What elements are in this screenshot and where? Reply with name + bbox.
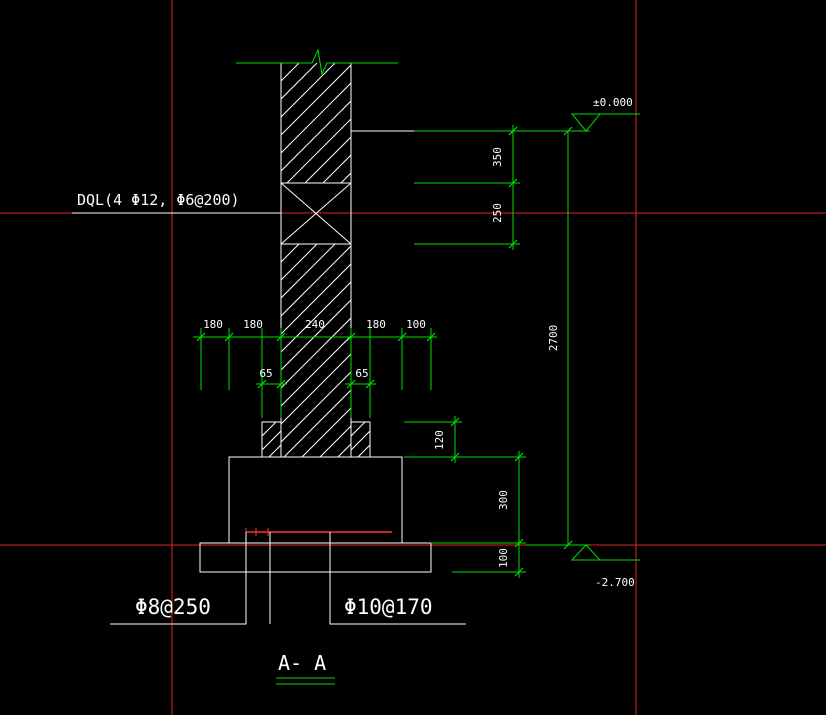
wall-hatch-upper [281, 63, 587, 183]
hatch-line [301, 407, 351, 457]
hatch-line [281, 263, 351, 335]
hatch-line [297, 422, 332, 457]
hatch-line [281, 244, 318, 281]
hatch-line [281, 63, 336, 118]
hatch-line [281, 353, 351, 425]
rebar-label-left: Φ8@250 [135, 595, 211, 619]
footing-block [228, 456, 403, 544]
hdim-label-1: 180 [203, 318, 223, 331]
hatch-line [372, 422, 407, 457]
hatch-line [351, 422, 366, 437]
hatch-line [482, 244, 695, 457]
horizontal-dimension-labels: 180 180 240 180 100 65 65 [203, 318, 426, 380]
hatch-line [351, 430, 370, 451]
elevation-triangle-bottom [570, 544, 602, 561]
hdim-label-3: 240 [305, 318, 325, 331]
hdim-label-4: 180 [366, 318, 386, 331]
hatch-line [281, 371, 351, 443]
hatch-line [356, 244, 569, 457]
vertical-dimensions [404, 125, 590, 578]
vdim-ticks [450, 126, 573, 577]
hatch-line [286, 118, 351, 183]
hatch-line [351, 422, 352, 423]
hatch-line [281, 82, 351, 154]
break-line [236, 48, 398, 76]
vdim-label-120: 120 [433, 430, 446, 450]
step-right [351, 421, 371, 457]
hatch-line [281, 63, 282, 64]
offset-label-right: 65 [355, 367, 368, 380]
hatch-line [467, 63, 587, 183]
footing-rebar [110, 528, 466, 625]
vertical-dimension-labels: 350 250 120 300 100 2700 [433, 147, 560, 568]
offset-label-left: 65 [259, 367, 272, 380]
hatch-line [283, 422, 318, 457]
hatch-line [262, 430, 281, 451]
wall-hatch-lower [281, 244, 767, 457]
hatch-line [386, 422, 421, 457]
hatch-line [281, 245, 351, 317]
hatch-line [311, 422, 346, 457]
hatch-line [500, 244, 713, 457]
step-hatch-right [351, 422, 435, 457]
step-left [261, 421, 281, 457]
hatch-line [377, 63, 497, 183]
hatch-line [281, 335, 351, 407]
hatch-line [359, 63, 479, 183]
hatch-line [322, 154, 351, 183]
elevation-triangle-top [570, 113, 602, 132]
beam-note: DQL(4 Φ12, Φ6@200) [72, 191, 281, 214]
hdim-label-5: 100 [406, 318, 426, 331]
hatch-line [281, 299, 351, 371]
vdim-label-300: 300 [497, 490, 510, 510]
hatch-line [262, 422, 263, 423]
hatch-line [281, 317, 351, 389]
hatch-line [319, 425, 351, 457]
hatch-line [449, 63, 569, 183]
hdim-label-2: 180 [243, 318, 263, 331]
hatch-line [464, 244, 677, 457]
ring-beam-cross-2 [280, 182, 352, 245]
vdim-label-100: 100 [497, 548, 510, 568]
hatch-line [281, 100, 351, 172]
hatch-line [281, 64, 351, 136]
hatch-line [281, 63, 318, 100]
hatch-line [410, 244, 623, 457]
hatch-line [357, 444, 370, 457]
hatch-line [281, 244, 336, 299]
vdim-label-250: 250 [491, 203, 504, 223]
hatch-line [340, 172, 351, 183]
hatch-line [304, 136, 351, 183]
horizontal-dimensions [193, 328, 437, 418]
elevation-label-bottom: -2.700 [595, 576, 635, 589]
section-title-text: A- A [278, 651, 326, 675]
vdim-label-350: 350 [491, 147, 504, 167]
wall [236, 48, 767, 457]
hatch-line [428, 244, 641, 457]
section-title: A- A [276, 651, 335, 685]
hdim-ticks [196, 332, 436, 389]
elevation-label-top: ±0.000 [593, 96, 633, 109]
footing-base [199, 542, 432, 573]
hatch-line [554, 244, 767, 457]
footing [199, 421, 432, 573]
hatch-line [262, 422, 277, 437]
elevation-marker-bottom: -2.700 [570, 544, 640, 589]
hatch-line [400, 422, 435, 457]
elevation-marker-top: ±0.000 [570, 96, 640, 132]
hatch-line [268, 444, 281, 457]
beam-note-text: DQL(4 Φ12, Φ6@200) [77, 191, 240, 209]
rebar-leader-left [110, 532, 247, 625]
hatch-line [281, 244, 300, 263]
hatch-line [281, 244, 282, 245]
rebar-leader-right [329, 532, 466, 625]
rebar-label-right: Φ10@170 [344, 595, 433, 619]
hatch-line [283, 389, 351, 457]
hatch-line [392, 244, 605, 457]
hatch-line [413, 63, 533, 183]
step-hatch-left [262, 422, 346, 457]
hatch-line [281, 281, 351, 353]
vdim-label-total: 2700 [547, 325, 560, 352]
